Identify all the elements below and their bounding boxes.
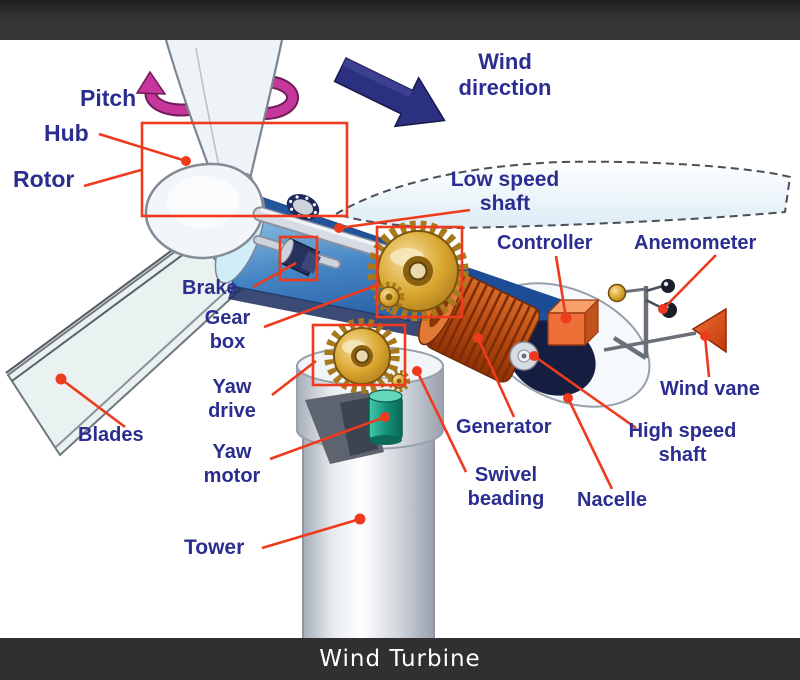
label-wind-direction-line2: direction	[458, 75, 552, 100]
high-speed-shaft-disc	[509, 341, 539, 371]
leader-brake	[252, 261, 297, 289]
anemometer-device	[603, 279, 697, 360]
leader-tower	[261, 513, 366, 550]
leader-swivel-beading	[412, 366, 468, 473]
label-blades: Blades	[78, 424, 144, 446]
leader-rotor	[83, 168, 142, 188]
label-yaw-drive-line1: Yaw	[212, 376, 252, 398]
label-generator: Generator	[456, 416, 552, 438]
label-yaw-motor-line2: motor	[203, 465, 261, 487]
label-wind-direction: Wind direction	[415, 49, 595, 101]
leader-gear-box	[263, 282, 381, 329]
label-nacelle: Nacelle	[577, 489, 648, 511]
main-bearing	[286, 194, 320, 220]
wind-direction-arrow	[333, 56, 446, 128]
label-wind-vane: Wind vane	[660, 378, 760, 400]
label-anemometer: Anemometer	[634, 232, 757, 254]
leader-hub	[98, 132, 191, 166]
label-high-speed-shaft-line1: High speed	[628, 420, 737, 442]
label-tower: Tower	[184, 536, 245, 559]
highlight-box-yaw	[311, 323, 407, 387]
hub-shape	[144, 162, 265, 260]
label-low-speed-shaft-line1: Low speed	[450, 168, 560, 191]
anemometer-ball	[607, 283, 627, 303]
leader-yaw-motor	[269, 412, 390, 461]
label-high-speed-shaft-line2: shaft	[658, 444, 707, 466]
leader-nacelle	[563, 393, 614, 490]
leader-blades	[55, 373, 126, 429]
leader-high-speed-shaft	[529, 351, 637, 430]
leader-anemometer	[658, 254, 717, 314]
leader-generator	[473, 333, 516, 418]
leader-low-speed-shaft	[334, 208, 471, 233]
label-gear-box: Gear box	[175, 306, 280, 354]
leader-controller	[554, 255, 572, 324]
highlight-boxes	[140, 121, 464, 387]
label-yaw-motor: Yaw motor	[176, 440, 288, 488]
top-letterbox-bar	[0, 0, 800, 40]
label-low-speed-shaft-line2: shaft	[479, 192, 531, 215]
label-swivel-beading: Swivel beading	[450, 463, 562, 511]
label-low-speed-shaft: Low speed shaft	[420, 168, 590, 216]
controller-box	[546, 298, 600, 347]
label-swivel-beading-line2: beading	[467, 488, 545, 510]
label-brake: Brake	[182, 277, 238, 299]
highlight-box-brake	[278, 235, 319, 282]
caption-bar: Wind Turbine	[0, 638, 800, 680]
tower-shape	[296, 346, 444, 641]
anemometer-cup	[661, 279, 675, 293]
caption-text: Wind Turbine	[319, 646, 481, 672]
yaw-drive-gear	[324, 318, 400, 394]
label-high-speed-shaft: High speed shaft	[600, 419, 765, 467]
label-controller: Controller	[497, 232, 593, 254]
leader-yaw-drive	[271, 359, 317, 397]
label-wind-direction-line1: Wind	[478, 49, 532, 74]
leader-lines	[55, 132, 717, 550]
label-hub: Hub	[44, 120, 89, 146]
highlight-box-gearbox	[375, 225, 464, 319]
label-swivel-beading-line1: Swivel	[474, 464, 538, 486]
label-gear-box-line1: Gear	[204, 307, 251, 329]
label-gear-box-line2: box	[209, 331, 246, 353]
label-yaw-drive: Yaw drive	[178, 375, 286, 423]
label-yaw-motor-line1: Yaw	[212, 441, 252, 463]
label-pitch: Pitch	[80, 85, 137, 111]
leader-wind-vane	[700, 331, 711, 378]
label-rotor: Rotor	[13, 166, 75, 192]
wind-vane-shape	[691, 307, 727, 354]
label-yaw-drive-line2: drive	[208, 400, 256, 422]
highlight-box-rotor	[140, 121, 349, 218]
